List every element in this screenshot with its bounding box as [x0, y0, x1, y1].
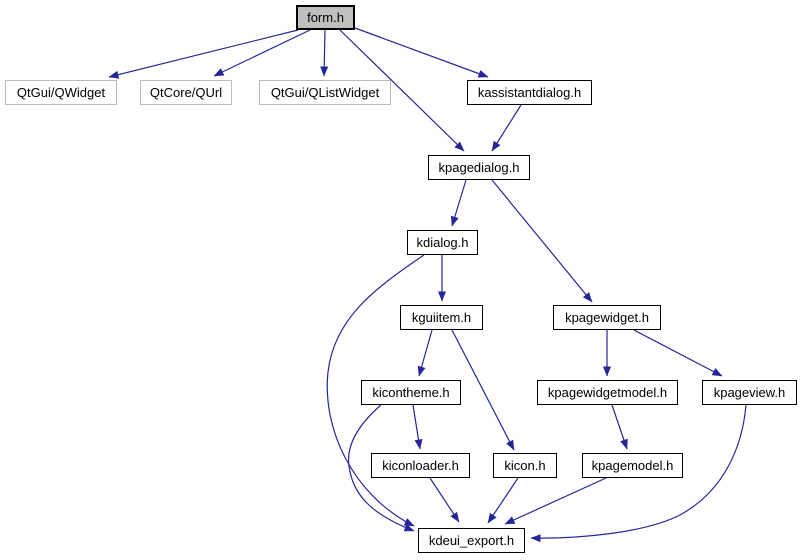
edge-kpagewidgetmodel-h-to-kpagemodel-h [611, 404, 628, 450]
edge-kpageview-h-to-kdeui-export-h [530, 404, 747, 543]
node-kicontheme-h[interactable]: kicontheme.h [361, 380, 461, 405]
node-kpagedialog-h[interactable]: kpagedialog.h [428, 155, 530, 180]
node-kpagewidget-h[interactable]: kpagewidget.h [553, 305, 661, 330]
node-kguiitem-h[interactable]: kguiitem.h [400, 305, 483, 330]
node-qtcore-qurl: QtCore/QUrl [140, 80, 232, 105]
node-form-h: form.h [296, 5, 355, 30]
node-kpagemodel-h[interactable]: kpagemodel.h [582, 453, 683, 478]
node-qtgui-qwidget: QtGui/QWidget [5, 80, 117, 105]
edge-kiconloader-h-to-kdeui-export-h [429, 477, 460, 523]
edge-kguiitem-h-to-kicon-h [451, 329, 515, 451]
edge-kdialog-h-to-kdeui-export-h [326, 254, 425, 527]
edge-kicontheme-h-to-kiconloader-h [412, 404, 423, 450]
node-kicon-h[interactable]: kicon.h [493, 453, 557, 478]
edge-kguiitem-h-to-kicontheme-h [417, 329, 433, 377]
edge-kpagedialog-h-to-kpagewidget-h [491, 179, 593, 303]
node-kdeui-export-h[interactable]: kdeui_export.h [418, 528, 525, 553]
edge-kpagedialog-h-to-kdialog-h [450, 179, 467, 227]
edge-kpagewidget-h-to-kpageview-h [633, 329, 723, 377]
edge-kpagemodel-h-to-kdeui-export-h [504, 477, 607, 525]
node-kpagewidgetmodel-h[interactable]: kpagewidgetmodel.h [537, 380, 678, 405]
edge-form-h-to-qtgui-qlistwidget [320, 29, 329, 77]
edge-form-h-to-kpagedialog-h [339, 29, 465, 152]
edge-form-h-to-kassistantdialog-h [354, 27, 489, 78]
edge-form-h-to-qtcore-qurl [213, 29, 311, 77]
node-kdialog-h[interactable]: kdialog.h [407, 230, 478, 255]
edge-form-h-to-qtgui-qwidget [108, 29, 299, 79]
edge-kassistantdialog-h-to-kpagedialog-h [491, 104, 522, 152]
edge-kicontheme-h-to-kdeui-export-h [347, 404, 415, 532]
node-kassistantdialog-h[interactable]: kassistantdialog.h [467, 80, 592, 105]
node-kpageview-h[interactable]: kpageview.h [702, 380, 797, 405]
node-qtgui-qlistwidget: QtGui/QListWidget [259, 80, 391, 105]
node-kiconloader-h[interactable]: kiconloader.h [371, 453, 470, 478]
edge-kicon-h-to-kdeui-export-h [487, 477, 519, 524]
